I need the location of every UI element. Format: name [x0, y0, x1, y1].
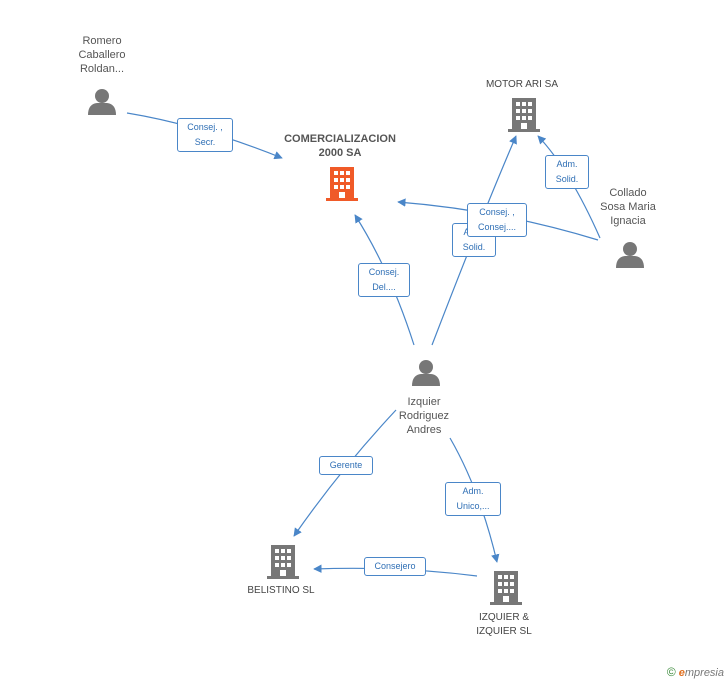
- label-line: Andres: [406, 424, 442, 436]
- edge-label-izquier-belistino[interactable]: Gerente: [319, 456, 373, 475]
- edge-label-line: Secr.: [194, 137, 216, 147]
- edge-label-line: Solid.: [462, 242, 486, 252]
- label-line: MOTOR ARI SA: [485, 79, 559, 90]
- label-line: Rodriguez: [398, 410, 450, 422]
- building-icon[interactable]: [490, 571, 522, 605]
- edge-label-line: Consej....: [477, 222, 517, 232]
- edge-label-line: Gerente: [329, 460, 363, 470]
- label-line: Caballero: [78, 49, 126, 61]
- node-label-comercializacion[interactable]: COMERCIALIZACION 2000 SA: [270, 132, 410, 160]
- label-line: 2000 SA: [318, 147, 362, 159]
- label-line: COMERCIALIZACION: [284, 133, 396, 145]
- node-label-motor[interactable]: MOTOR ARI SA: [462, 78, 582, 92]
- person-icon[interactable]: [616, 242, 644, 268]
- edge-label-line: Unico,...: [456, 501, 490, 511]
- label-line: Izquier: [407, 396, 441, 408]
- label-line: Romero: [82, 35, 122, 47]
- node-label-romero[interactable]: Romero Caballero Roldan...: [52, 34, 152, 76]
- edge-label-line: Consej.: [368, 267, 400, 277]
- edge-label-line: Consej. ,: [479, 207, 515, 217]
- brand-logo[interactable]: © empresia: [667, 665, 724, 679]
- label-line: Sosa Maria: [600, 201, 656, 213]
- building-icon[interactable]: [508, 98, 540, 132]
- edge-label-izquier-sl-belistino[interactable]: Consejero: [364, 557, 426, 576]
- label-line: BELISTINO SL: [247, 585, 315, 596]
- person-icon[interactable]: [88, 89, 116, 115]
- edge-label-line: Solid.: [555, 174, 579, 184]
- edge-label-collado-comercializacion[interactable]: Consej. , Consej....: [467, 203, 527, 237]
- copyright-symbol: ©: [666, 665, 676, 679]
- label-line: IZQUIER &: [478, 612, 529, 623]
- edge-label-line: Del....: [372, 282, 396, 292]
- label-line: Ignacia: [610, 215, 646, 227]
- edge-label-line: Adm.: [556, 159, 578, 169]
- edge-label-line: Adm.: [462, 486, 484, 496]
- label-line: Roldan...: [79, 63, 125, 75]
- node-label-belistino[interactable]: BELISTINO SL: [231, 584, 331, 598]
- building-icon[interactable]: [326, 167, 358, 201]
- edge-label-romero-comercializacion[interactable]: Consej. , Secr.: [177, 118, 233, 152]
- label-line: IZQUIER SL: [476, 626, 532, 637]
- node-label-collado[interactable]: Collado Sosa Maria Ignacia: [578, 186, 678, 228]
- edge-label-izquier-comercializacion[interactable]: Consej. Del....: [358, 263, 410, 297]
- node-label-izquier-sl[interactable]: IZQUIER & IZQUIER SL: [454, 611, 554, 639]
- building-icon[interactable]: [267, 545, 299, 579]
- edge-label-izquier-izquier-sl[interactable]: Adm. Unico,...: [445, 482, 501, 516]
- edge-label-line: Consej. ,: [187, 122, 223, 132]
- brand-name: mpresia: [684, 667, 724, 679]
- brand-initial: e: [678, 667, 685, 679]
- edge-label-collado-motor[interactable]: Adm. Solid.: [545, 155, 589, 189]
- edge-label-line: Consejero: [374, 561, 416, 571]
- label-line: Collado: [609, 187, 647, 199]
- node-label-izquier[interactable]: Izquier Rodriguez Andres: [374, 395, 474, 437]
- person-icon[interactable]: [412, 360, 440, 386]
